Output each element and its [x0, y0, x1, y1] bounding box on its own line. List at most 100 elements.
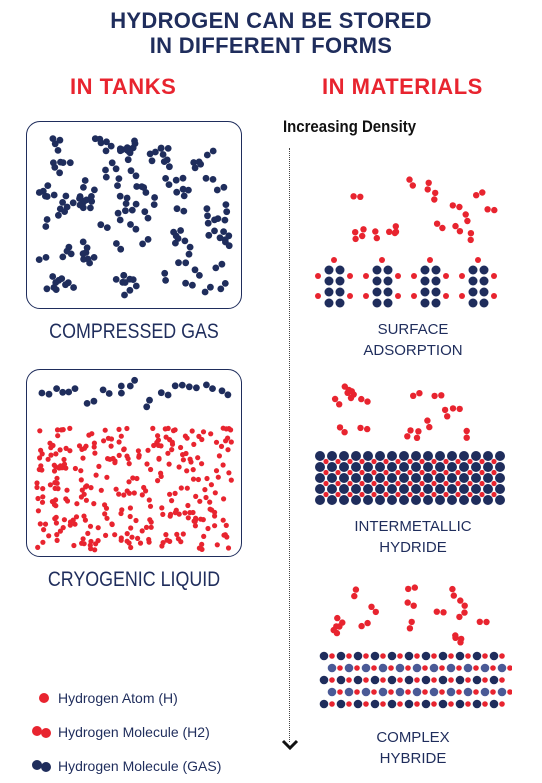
liquid-atom [195, 455, 201, 461]
liquid-atom [228, 427, 234, 433]
lattice-atom [315, 495, 325, 505]
complex-atom [378, 687, 388, 697]
molecule-atom [163, 156, 171, 164]
tank-compressed-gas [26, 121, 242, 309]
liquid-atom [91, 501, 97, 507]
liquid-atom [134, 475, 140, 482]
molecule-atom [97, 221, 105, 229]
molecule-atom [350, 193, 357, 200]
adsorbed-atom [315, 293, 321, 299]
molecule-atom [35, 189, 43, 196]
molecule-atom [415, 428, 422, 435]
molecule-atom [81, 177, 89, 184]
molecule-atom [449, 585, 456, 593]
liquid-atom [213, 439, 220, 445]
complex-atom [319, 651, 329, 661]
complex-atom [387, 651, 397, 661]
liquid-atom [184, 468, 190, 474]
complex-hydrogen-atom [499, 653, 505, 659]
interstitial-atom [455, 458, 461, 465]
molecule-atom [152, 148, 159, 156]
liquid-atom [116, 491, 122, 497]
complex-atom [446, 687, 456, 697]
molecule-atom [347, 394, 355, 402]
lattice-atom [423, 462, 433, 472]
molecule-atom [91, 186, 98, 194]
liquid-atom [126, 479, 132, 485]
lattice-atom [435, 451, 445, 461]
liquid-atom [221, 496, 227, 502]
liquid-atom [190, 509, 196, 516]
complex-atom [319, 675, 329, 685]
substrate-atom [372, 298, 382, 308]
complex-hydrogen-atom [380, 677, 386, 683]
adsorbed-atom [443, 273, 449, 279]
adsorbed-atom [491, 273, 497, 279]
molecule-atom [122, 200, 130, 207]
molecule-atom [225, 242, 233, 250]
complex-hydrogen-atom [448, 653, 454, 659]
adsorbed-atom [475, 257, 481, 263]
complex-hydrogen-atom [346, 677, 352, 683]
molecule-atom [80, 184, 87, 191]
liquid-atom [144, 461, 150, 467]
substrate-atom [372, 276, 382, 286]
interstitial-atom [395, 491, 401, 498]
liquid-atom [105, 435, 111, 441]
lattice-atom [459, 484, 469, 494]
complex-atom [438, 675, 448, 685]
liquid-atom [73, 514, 80, 520]
interstitial-atom [383, 458, 389, 465]
molecule-atom [71, 385, 79, 392]
liquid-atom [223, 438, 229, 444]
molecule-atom [424, 417, 431, 424]
liquid-atom [223, 522, 229, 528]
molecule-atom [79, 238, 87, 246]
molecule-atom [51, 164, 59, 171]
molecule-atom [217, 285, 225, 293]
molecule-atom [112, 165, 120, 173]
molecule-atom [133, 183, 141, 190]
liquid-atom [41, 527, 47, 533]
molecule-atom [102, 173, 110, 181]
interstitial-atom [323, 491, 329, 498]
liquid-atom [172, 490, 178, 496]
legend-item-molecule-gas: Hydrogen Molecule (GAS) [30, 749, 221, 783]
lattice-atom [339, 462, 349, 472]
interstitial-atom [335, 480, 341, 487]
liquid-atom [121, 492, 127, 498]
molecule-atom [410, 392, 417, 399]
lattice-atom [471, 451, 481, 461]
molecule-atom [462, 211, 469, 218]
molecule-atom [205, 231, 213, 239]
molecule-atom [203, 381, 210, 389]
liquid-atom [196, 433, 202, 439]
liquid-atom [118, 537, 124, 543]
interstitial-atom [323, 469, 329, 476]
lattice-atom [447, 495, 457, 505]
liquid-atom [214, 542, 220, 548]
liquid-atom [220, 462, 226, 468]
liquid-atom [150, 425, 156, 431]
lattice-atom [471, 473, 481, 483]
liquid-atom [141, 484, 147, 491]
molecule-atom [115, 175, 123, 182]
liquid-atom [174, 531, 180, 537]
molecule-atom [114, 182, 121, 189]
liquid-atom [127, 505, 133, 511]
liquid-atom [137, 540, 144, 546]
liquid-atom [109, 521, 115, 527]
complex-hydrogen-atom [431, 701, 437, 707]
interstitial-atom [419, 469, 425, 476]
substrate-atom [431, 298, 441, 308]
complex-hydrogen-atom [422, 689, 428, 695]
molecule-atom [352, 235, 359, 243]
liquid-atom [89, 431, 95, 437]
interstitial-atom [431, 480, 437, 487]
material-label-line: COMPLEX [376, 729, 450, 746]
lattice-atom [459, 462, 469, 472]
lattice-atom [375, 462, 385, 472]
liquid-atom [225, 545, 232, 551]
liquid-atom [67, 519, 74, 525]
molecule-atom [223, 208, 231, 216]
